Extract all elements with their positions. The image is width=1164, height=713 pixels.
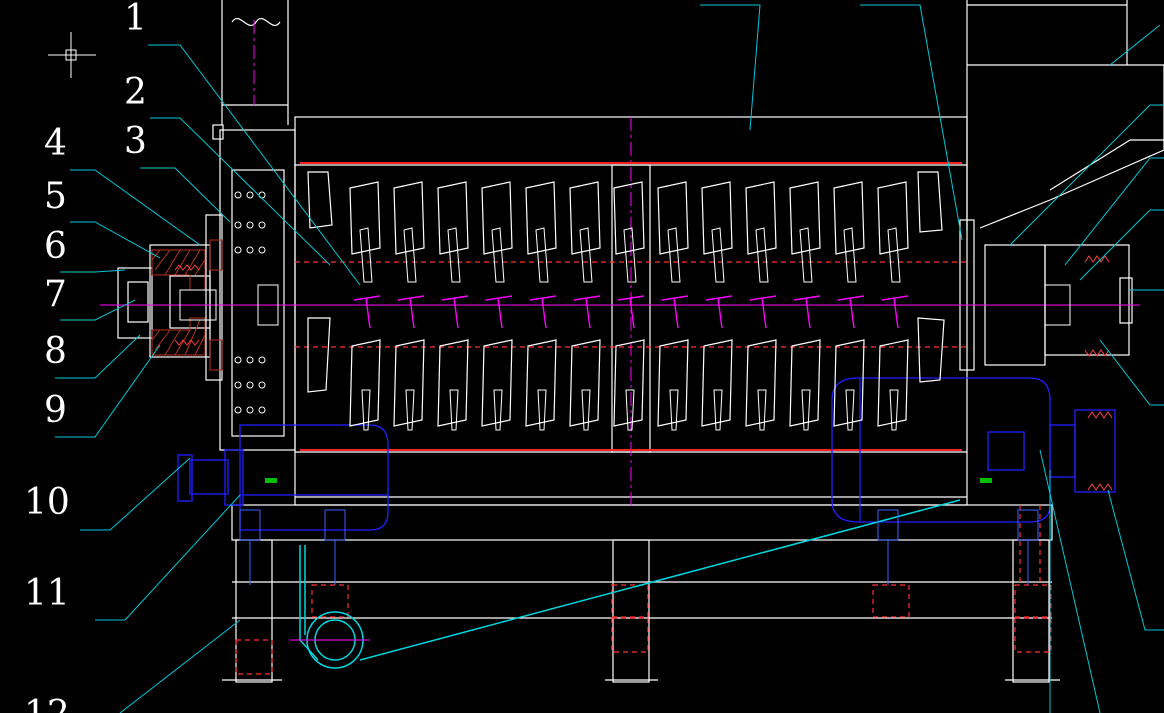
paddle-upper-stem-10 <box>755 227 769 283</box>
part-number-4: 4 <box>44 123 67 164</box>
paddle-lower-stem-4 <box>493 389 503 431</box>
paddle-upper-stem-4 <box>491 227 505 283</box>
paddle-lower-stem-7 <box>625 389 635 431</box>
anchor-pads <box>265 478 992 483</box>
paddle-lower-6 <box>569 339 601 427</box>
spring-coils <box>174 255 1113 491</box>
hidden-lines <box>235 261 1052 675</box>
paddle-upper-7 <box>613 181 645 255</box>
motor-left <box>177 424 389 531</box>
paddle-upper-stem-8 <box>667 227 681 283</box>
paddle-lower-stem-9 <box>713 389 723 431</box>
end-scraper-2 <box>307 317 331 393</box>
part-number-11: 11 <box>24 573 70 614</box>
hammer-5 <box>529 295 557 329</box>
paddle-upper-9 <box>701 181 733 255</box>
paddle-lower-stem-8 <box>669 389 679 431</box>
part-number-5: 5 <box>44 176 67 217</box>
hammer-13 <box>881 295 909 329</box>
paddle-upper-stem-6 <box>579 227 593 283</box>
paddle-lower-stem-12 <box>845 389 855 431</box>
paddle-upper-1 <box>349 181 381 255</box>
hammer-11 <box>793 295 821 329</box>
part-number-3: 3 <box>124 121 147 162</box>
paddle-lower-stem-1 <box>361 389 371 431</box>
paddle-lower-stem-3 <box>449 389 459 431</box>
paddle-lower-9 <box>701 339 733 427</box>
paddle-upper-stem-2 <box>403 227 417 283</box>
hammer-12 <box>837 295 865 329</box>
bearing-housing-hatch <box>151 239 223 371</box>
hammer-3 <box>441 295 469 329</box>
paddle-upper-2 <box>393 181 425 255</box>
flange-bolts <box>179 191 1071 414</box>
anchor-bolts <box>239 509 1039 585</box>
paddle-lower-5 <box>525 339 557 427</box>
paddle-upper-13 <box>877 181 909 255</box>
hammer-10 <box>749 295 777 329</box>
paddle-upper-stem-13 <box>887 227 901 283</box>
leader-lines <box>55 4 1164 713</box>
end-scraper-1 <box>307 171 333 229</box>
paddle-lower-stem-2 <box>405 389 415 431</box>
part-number-6: 6 <box>44 226 67 267</box>
paddle-lower-stem-10 <box>757 389 767 431</box>
hammer-1 <box>353 295 381 329</box>
paddle-upper-3 <box>437 181 469 255</box>
part-number-7: 7 <box>44 274 67 315</box>
paddle-lower-stem-13 <box>889 389 899 431</box>
hammer-8 <box>661 295 689 329</box>
paddle-upper-stem-7 <box>623 227 637 283</box>
paddle-lower-8 <box>657 339 689 427</box>
part-number-12: 12 <box>24 694 70 713</box>
paddle-upper-stem-5 <box>535 227 549 283</box>
crosshair-icon <box>48 32 96 78</box>
paddle-upper-11 <box>789 181 821 255</box>
paddle-lower-stem-11 <box>801 389 811 431</box>
hammer-2 <box>397 295 425 329</box>
paddle-upper-stem-12 <box>843 227 857 283</box>
motor-right <box>831 377 1116 523</box>
paddle-lower-11 <box>789 339 821 427</box>
paddle-lower-3 <box>437 339 469 427</box>
hammer-6 <box>573 295 601 329</box>
paddle-lower-2 <box>393 339 425 427</box>
paddle-lower-10 <box>745 339 777 427</box>
part-number-1: 1 <box>124 0 147 39</box>
part-number-8: 8 <box>44 331 67 372</box>
paddle-upper-8 <box>657 181 689 255</box>
inner-liner <box>300 162 962 451</box>
end-scraper-3 <box>917 171 943 233</box>
part-number-labels: 1 2 3 4 5 6 7 8 9 10 11 12 <box>24 0 147 713</box>
paddle-upper-stem-11 <box>799 227 813 283</box>
paddle-upper-6 <box>569 181 601 255</box>
paddle-lower-stem-5 <box>537 389 547 431</box>
hammer-4 <box>485 295 513 329</box>
paddle-upper-4 <box>481 181 513 255</box>
paddle-lower-13 <box>877 339 909 427</box>
paddle-upper-10 <box>745 181 777 255</box>
paddle-lower-7 <box>613 339 645 427</box>
paddle-upper-stem-3 <box>447 227 461 283</box>
paddle-array <box>307 171 945 431</box>
paddle-lower-12 <box>833 339 865 427</box>
shaft-centerline <box>100 20 1140 505</box>
end-scraper-4 <box>917 317 945 383</box>
paddle-upper-5 <box>525 181 557 255</box>
paddle-lower-4 <box>481 339 513 427</box>
paddle-lower-stem-6 <box>581 389 591 431</box>
hammer-9 <box>705 295 733 329</box>
hammer-7 <box>617 295 645 329</box>
paddle-upper-stem-9 <box>711 227 725 283</box>
discharge-duct <box>290 499 961 669</box>
paddle-lower-1 <box>349 339 381 427</box>
part-number-2: 2 <box>124 72 147 113</box>
part-number-9: 9 <box>44 390 67 431</box>
paddle-upper-stem-1 <box>359 227 373 283</box>
paddle-upper-12 <box>833 181 865 255</box>
part-number-10: 10 <box>24 482 70 523</box>
